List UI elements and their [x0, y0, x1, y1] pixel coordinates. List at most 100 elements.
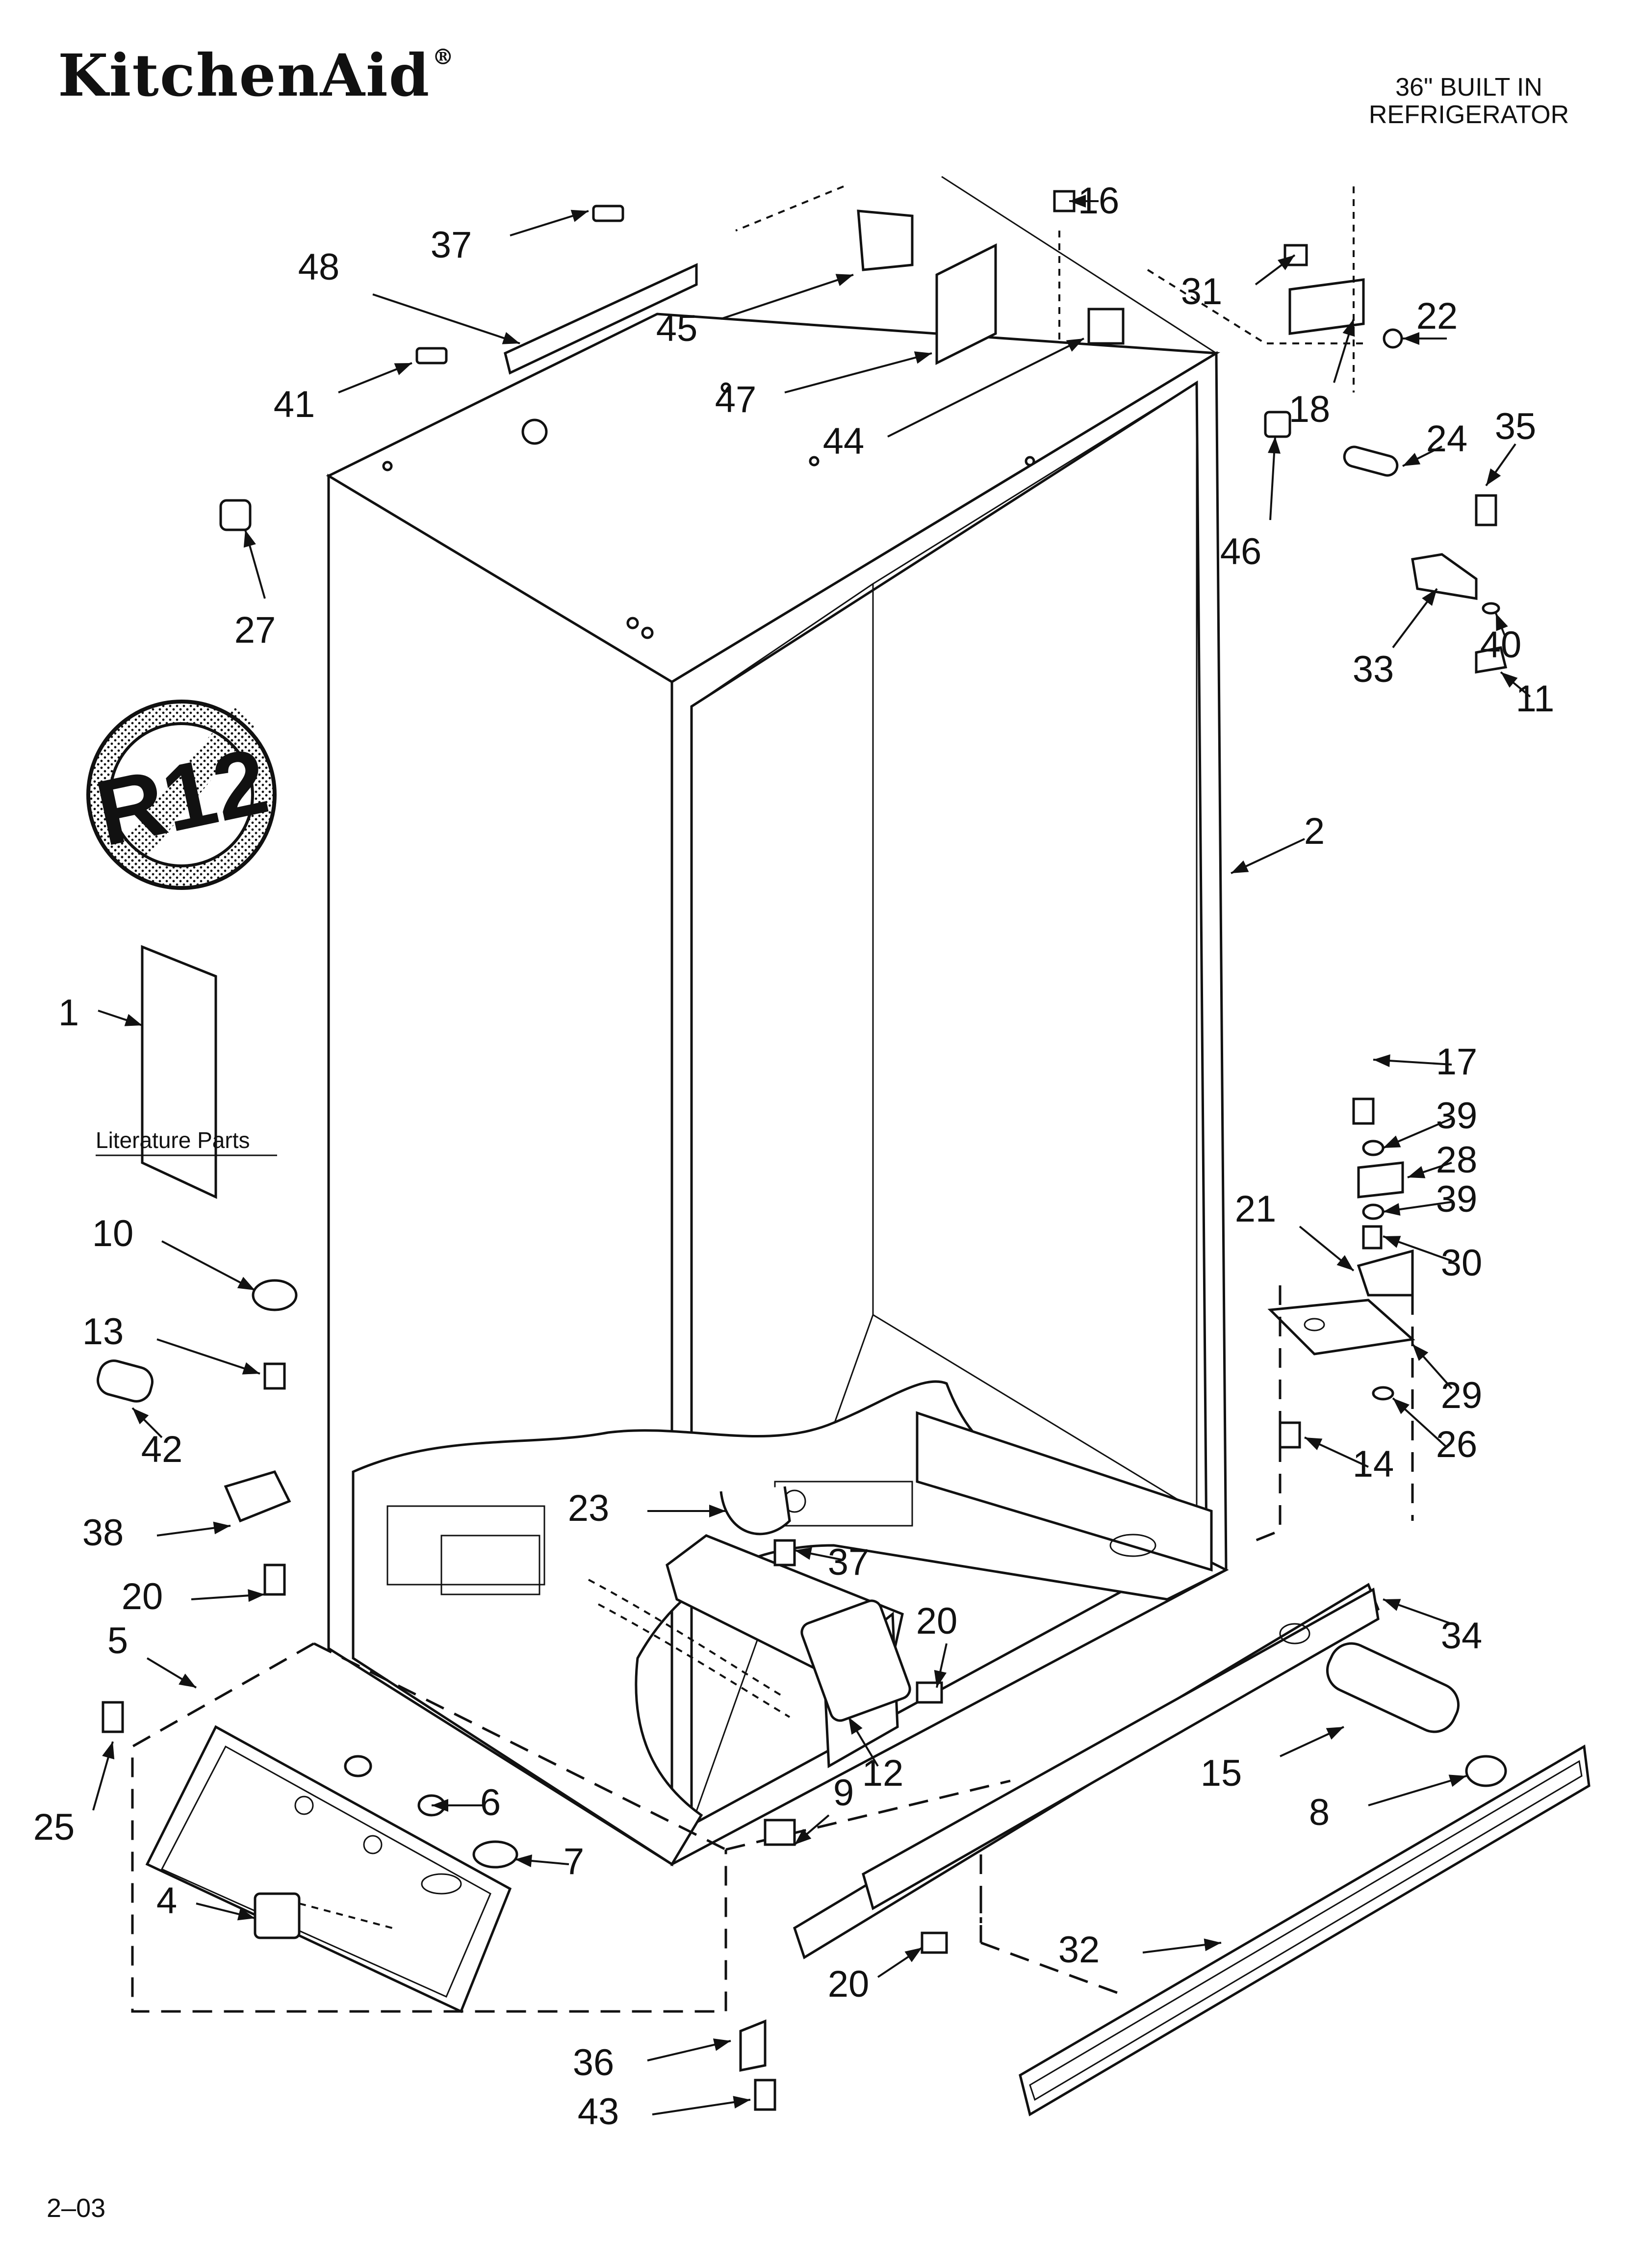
callout-6: 6: [480, 1782, 501, 1824]
callout-23: 23: [568, 1487, 610, 1529]
arrowhead-11: [1501, 672, 1518, 688]
callout-30: 30: [1441, 1242, 1483, 1284]
arrowhead-25: [102, 1742, 115, 1760]
callout-48: 48: [298, 246, 340, 288]
callout-32: 32: [1058, 1929, 1100, 1971]
leader-line-8: [1368, 1775, 1467, 1806]
arrowhead-10: [237, 1277, 255, 1290]
callout-28: 28: [1436, 1139, 1478, 1181]
arrowhead-15: [1326, 1727, 1344, 1740]
leader-line-47: [784, 352, 932, 393]
arrowhead-24: [1403, 453, 1421, 466]
callout-17: 17: [1436, 1041, 1478, 1083]
arrowhead-47: [914, 351, 932, 364]
condenser-duct-part: [588, 1534, 911, 1769]
leader-line-45: [720, 274, 854, 320]
grille-part: [793, 1583, 1380, 1959]
callout-4: 4: [156, 1880, 177, 1922]
leader-line-48: [372, 293, 520, 344]
literature-booklet: Literature Parts: [96, 945, 277, 1199]
literature-parts-label: Literature Parts: [96, 1127, 250, 1153]
arrowhead-32: [1204, 1938, 1221, 1952]
callout-7: 7: [564, 1841, 584, 1882]
arrowhead-23: [709, 1505, 726, 1517]
callout-47: 47: [715, 379, 757, 420]
brand-name: KitchenAid: [58, 41, 431, 109]
fasteners: [102, 190, 1308, 2111]
arrowhead-18: [1342, 319, 1355, 337]
registered-mark: ®: [432, 45, 455, 70]
arrowhead-39: [1383, 1135, 1401, 1148]
arrowhead-30: [1383, 1236, 1401, 1248]
callout-40: 40: [1480, 624, 1522, 666]
product-title-line-2: REFRIGERATOR: [1368, 101, 1569, 129]
arrowhead-48: [502, 332, 520, 344]
upper-hinge-parts: [1058, 186, 1508, 674]
clip-part-23: [719, 1486, 791, 1536]
callout-39: 39: [1436, 1178, 1478, 1220]
leader-line-44: [887, 338, 1084, 438]
callout-35: 35: [1495, 406, 1537, 447]
callout-25: 25: [33, 1806, 75, 1848]
arrowhead-22: [1403, 332, 1419, 345]
arrowhead-34: [1383, 1599, 1401, 1611]
toe-kick-part: [979, 1744, 1591, 2116]
callout-22: 22: [1416, 295, 1458, 337]
callout-43: 43: [578, 2091, 619, 2133]
callout-9: 9: [833, 1772, 854, 1814]
arrowhead-6: [432, 1799, 448, 1812]
arrowhead-41: [394, 363, 412, 375]
clip-part-4: [254, 1892, 393, 1939]
arrowhead-37: [570, 209, 589, 222]
product-title: 36" BUILT IN REFRIGERATOR: [1354, 74, 1584, 129]
callout-41: 41: [274, 384, 315, 425]
callout-12: 12: [862, 1752, 904, 1794]
callout-27: 27: [234, 609, 276, 651]
no-r12-symbol: R12: [86, 700, 277, 890]
callout-29: 29: [1441, 1375, 1483, 1416]
arrowhead-2: [1231, 860, 1249, 873]
misc-brackets: [97, 209, 1125, 2072]
callout-20: 20: [828, 1963, 870, 2005]
callout-13: 13: [82, 1311, 124, 1353]
arrowhead-20: [934, 1669, 947, 1688]
rail-assembly-part: [145, 1725, 512, 2013]
arrowhead-17: [1373, 1054, 1390, 1068]
arrowhead-9: [795, 1829, 812, 1845]
callout-16: 16: [1078, 180, 1120, 222]
callout-20: 20: [122, 1576, 163, 1617]
callout-15: 15: [1201, 1752, 1242, 1794]
arrowhead-35: [1486, 468, 1501, 486]
arrowhead-33: [1422, 589, 1437, 606]
callout-11: 11: [1516, 678, 1555, 720]
arrowhead-40: [1496, 613, 1508, 631]
callout-42: 42: [141, 1429, 183, 1470]
callout-38: 38: [82, 1512, 124, 1554]
product-title-line-1: 36" BUILT IN: [1395, 73, 1542, 102]
arrowhead-21: [1336, 1255, 1354, 1271]
callout-44: 44: [823, 420, 865, 462]
arrowhead-31: [1278, 255, 1295, 270]
callout-18: 18: [1289, 389, 1331, 430]
callout-37: 37: [431, 224, 472, 266]
callout-10: 10: [92, 1213, 134, 1254]
arrowhead-5: [179, 1673, 196, 1688]
callout-46: 46: [1220, 531, 1262, 573]
arrowhead-13: [242, 1362, 260, 1375]
leader-line-13: [156, 1338, 260, 1375]
callout-36: 36: [573, 2042, 615, 2084]
arrowhead-38: [213, 1521, 231, 1535]
filter-part: [1326, 1642, 1507, 1787]
lower-hinge-parts: [1255, 1097, 1415, 1542]
arrowhead-44: [1066, 339, 1084, 352]
refrigerator-cabinet: [326, 176, 1229, 1867]
callout-20: 20: [916, 1600, 958, 1642]
arrowhead-1: [124, 1014, 142, 1026]
callout-37: 37: [828, 1541, 870, 1583]
callout-2: 2: [1304, 810, 1325, 852]
arrowhead-39: [1383, 1203, 1401, 1216]
callout-34: 34: [1441, 1615, 1483, 1657]
leader-line-10: [161, 1240, 256, 1291]
callout-31: 31: [1181, 271, 1223, 313]
